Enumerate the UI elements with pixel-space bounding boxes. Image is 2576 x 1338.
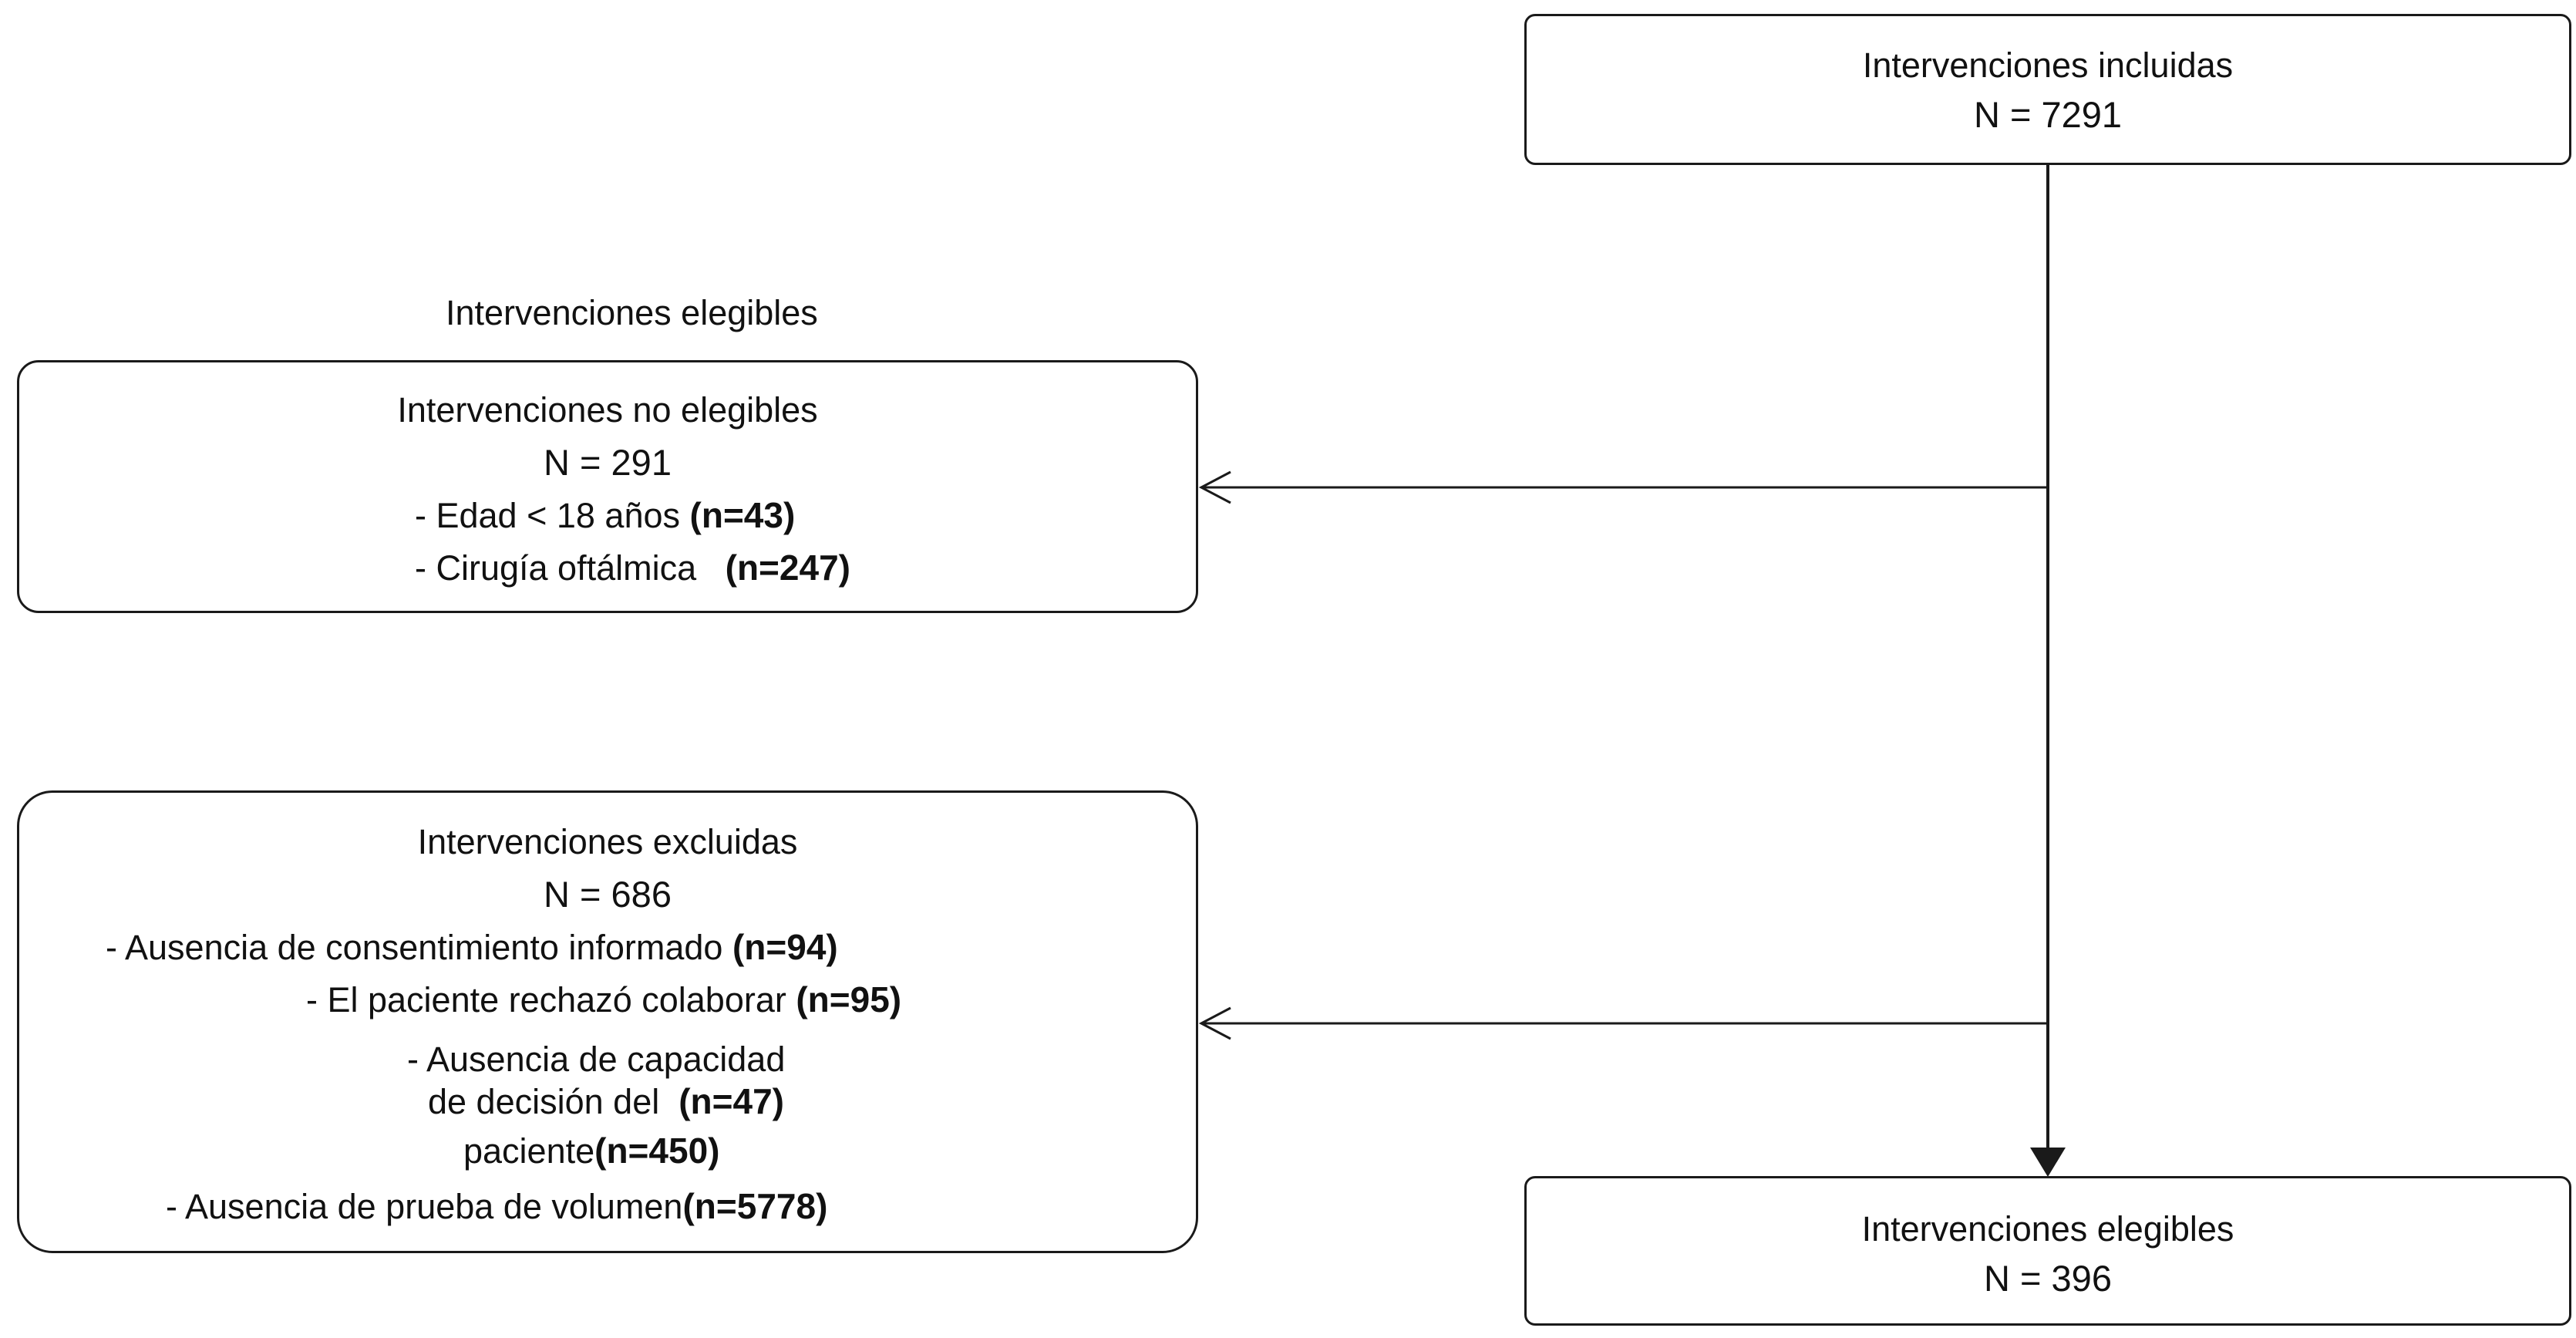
eligible-count: N = 396	[1984, 1258, 2112, 1299]
excluded-item: - El paciente rechazó colaborar (n=95)	[306, 978, 901, 1022]
arrowhead-down-icon	[2030, 1148, 2066, 1177]
excluded-item: paciente(n=450)	[463, 1129, 720, 1173]
excluded-item-label: paciente	[463, 1131, 595, 1171]
excluded-item-count: (n=94)	[732, 927, 838, 967]
not-eligible-item-count: (n=247)	[725, 548, 850, 588]
excluded-item: - Ausencia de consentimiento informado (…	[106, 925, 838, 969]
not-eligible-box: Intervenciones no elegibles N = 291 - Ed…	[17, 360, 1198, 613]
excluded-count: N = 686	[544, 874, 672, 915]
excluded-item-count: (n=47)	[679, 1081, 784, 1121]
excluded-item-label: de decisión del	[428, 1082, 660, 1121]
excluded-item-label: - El paciente rechazó colaborar	[306, 980, 786, 1020]
excluded-item: de decisión del (n=47)	[428, 1080, 784, 1124]
not-eligible-title: Intervenciones no elegibles	[397, 390, 818, 430]
eligible-title: Intervenciones elegibles	[1861, 1209, 2234, 1249]
not-eligible-item-label: - Cirugía oftálmica	[415, 548, 697, 588]
excluded-item-count: (n=450)	[594, 1131, 720, 1171]
excluded-item-count: (n=5778)	[682, 1186, 828, 1226]
not-eligible-item: - Cirugía oftálmica (n=247)	[415, 546, 850, 590]
not-eligible-item-label: - Edad < 18 años	[415, 496, 681, 535]
excluded-item-count: (n=95)	[796, 979, 902, 1020]
not-eligible-count: N = 291	[544, 442, 672, 483]
excluded-item-label: - Ausencia de prueba de volumen	[166, 1187, 683, 1226]
excluded-title: Intervenciones excluidas	[417, 822, 798, 861]
not-eligible-item: - Edad < 18 años (n=43)	[415, 494, 795, 538]
eligible-box: Intervenciones elegibles N = 396	[1524, 1176, 2571, 1326]
excluded-item: - Ausencia de prueba de volumen(n=5778)	[166, 1185, 827, 1228]
excluded-item: - Ausencia de capacidad	[407, 1038, 785, 1081]
included-title: Intervenciones incluidas	[1862, 45, 2234, 85]
excluded-item-label: - Ausencia de capacidad	[407, 1040, 786, 1079]
included-count: N = 7291	[1973, 94, 2123, 135]
arrowhead-left-icon	[1198, 470, 1231, 504]
section-label-eligible: Intervenciones elegibles	[446, 293, 818, 332]
not-eligible-item-count: (n=43)	[689, 495, 796, 535]
excluded-item-label: - Ausencia de consentimiento informado	[106, 928, 723, 967]
arrowhead-left-icon	[1198, 1006, 1231, 1040]
excluded-box: Intervenciones excluidas N = 686 - Ausen…	[17, 790, 1198, 1253]
included-box: Intervenciones incluidas N = 7291	[1524, 14, 2571, 165]
